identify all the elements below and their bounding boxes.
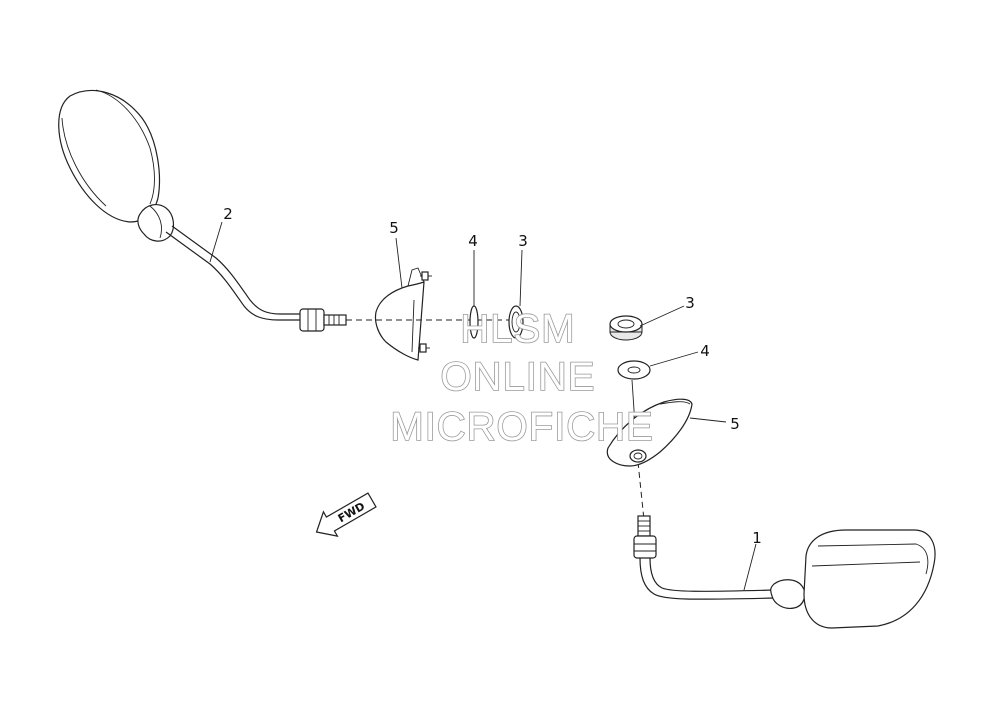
right-mirror-assembly	[633, 515, 936, 629]
right-nut	[609, 315, 643, 341]
right-washer	[617, 360, 651, 380]
watermark-line-3: MICROFICHE	[390, 405, 653, 449]
fwd-arrow: FWD	[315, 492, 377, 537]
callout-1-right-mirror: 1	[752, 529, 762, 547]
callout-4-left-washer: 4	[468, 232, 478, 250]
left-nut	[508, 305, 524, 339]
watermark-line-2: ONLINE	[441, 355, 596, 399]
callout-5-left-bracket: 5	[389, 219, 399, 237]
left-mirror-assembly	[58, 89, 347, 332]
callout-3-left-nut: 3	[518, 232, 528, 250]
watermark: HLSM ONLINE MICROFICHE	[390, 306, 654, 450]
callout-3-right-nut: 3	[685, 294, 695, 312]
callout-2-left-mirror: 2	[223, 205, 233, 223]
watermark-line-1: HLSM	[460, 307, 575, 351]
left-bracket	[374, 267, 432, 361]
leader-lines	[209, 221, 757, 591]
callout-5-right-bracket: 5	[730, 415, 740, 433]
right-bracket	[606, 398, 693, 467]
right-axis-line	[637, 461, 645, 521]
callout-4-right-washer: 4	[700, 342, 710, 360]
